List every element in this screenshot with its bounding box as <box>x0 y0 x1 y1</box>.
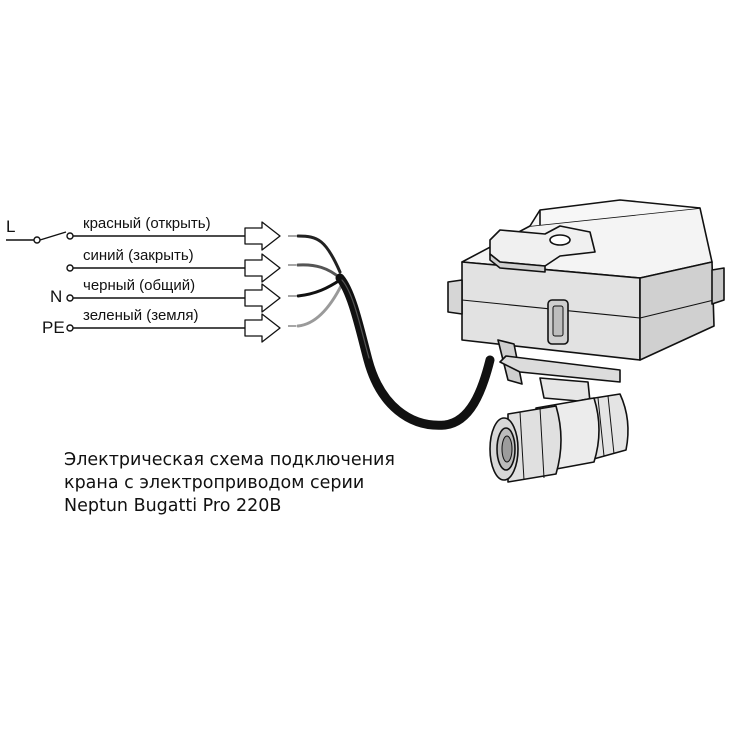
wire-green <box>296 282 344 328</box>
diagram-caption: Электрическая схема подключения крана с … <box>64 449 484 518</box>
terminal-n-label: N <box>50 287 62 306</box>
terminal-dot <box>66 264 74 272</box>
connector-arrow <box>244 313 281 343</box>
terminal-l-label: L <box>6 217 15 236</box>
terminal-dot <box>66 324 74 332</box>
caption-line-2: крана с электроприводом серии <box>64 473 365 493</box>
wire-red <box>296 234 342 274</box>
terminal-dot <box>66 294 74 302</box>
valve-actuator <box>447 199 725 403</box>
connector-arrow <box>244 283 281 313</box>
connector-arrow <box>244 253 281 283</box>
terminal-pe-label: PE <box>42 318 65 337</box>
wire-black <box>296 278 342 298</box>
power-cable <box>335 273 495 430</box>
wire-label-red: красный (открыть) <box>83 215 211 232</box>
wire-label-black: черный (общий) <box>83 277 195 294</box>
wire-blue <box>296 263 342 280</box>
switch-symbol <box>6 231 74 244</box>
connector-arrow <box>244 221 281 251</box>
caption-line-1: Электрическая схема подключения <box>64 450 395 470</box>
wire-label-green: зеленый (земля) <box>83 307 199 324</box>
wire-label-blue: синий (закрыть) <box>83 247 194 264</box>
caption-line-3: Neptun Bugatti Pro 220B <box>64 496 282 516</box>
ball-valve <box>489 393 629 483</box>
